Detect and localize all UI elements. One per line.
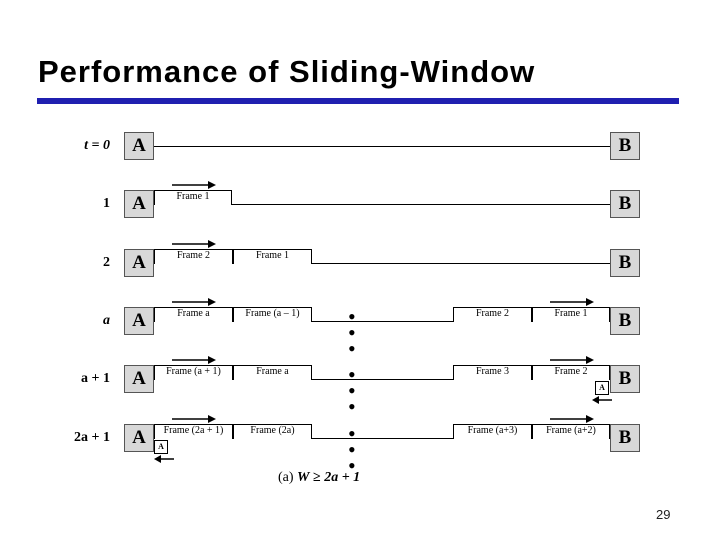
frame-box: Frame (2a) bbox=[233, 424, 312, 439]
time-label: 1 bbox=[103, 196, 110, 211]
title-rule bbox=[37, 98, 679, 104]
frame-box: Frame 2 bbox=[532, 365, 610, 380]
right-arrow-icon bbox=[172, 240, 216, 248]
right-arrow-icon bbox=[172, 181, 216, 189]
frame-box: Frame (a + 1) bbox=[154, 365, 233, 380]
station-b: B bbox=[610, 365, 640, 393]
ellipsis: • • • bbox=[348, 362, 378, 419]
timeline-row-2a-plus-1: 2a + 1 A Frame (2a + 1) Frame (2a) A • •… bbox=[0, 415, 720, 477]
station-a: A bbox=[124, 249, 154, 277]
station-a: A bbox=[124, 190, 154, 218]
timeline-row-a: a A Frame a Frame (a – 1) • • • Frame 2 … bbox=[0, 298, 720, 360]
slide-title: Performance of Sliding-Window bbox=[38, 54, 536, 89]
time-label: a + 1 bbox=[81, 371, 110, 386]
ack-box: A bbox=[154, 440, 168, 454]
station-b: B bbox=[610, 424, 640, 452]
time-label: 2 bbox=[103, 255, 110, 270]
station-a: A bbox=[124, 307, 154, 335]
right-arrow-icon bbox=[172, 415, 216, 423]
timeline-row-t1: 1 A Frame 1 B bbox=[0, 181, 720, 220]
station-a: A bbox=[124, 365, 154, 393]
frame-box: Frame 1 bbox=[233, 249, 312, 264]
left-arrow-icon bbox=[154, 455, 174, 463]
frame-box: Frame (a+2) bbox=[532, 424, 610, 439]
timeline-row-t0: t = 0 A B bbox=[0, 132, 720, 162]
link-line bbox=[154, 204, 610, 205]
ellipsis: • • • bbox=[348, 304, 378, 361]
station-b: B bbox=[610, 249, 640, 277]
timeline-row-a-plus-1: a + 1 A Frame (a + 1) Frame a • • • Fram… bbox=[0, 356, 720, 418]
frame-box: Frame 3 bbox=[453, 365, 532, 380]
figure-caption: (a) W ≥ 2a + 1 bbox=[278, 470, 361, 485]
frame-box: Frame 1 bbox=[154, 190, 232, 205]
right-arrow-icon bbox=[550, 415, 594, 423]
link-line bbox=[154, 263, 610, 264]
link-line bbox=[154, 146, 610, 147]
frame-box: Frame (a – 1) bbox=[233, 307, 312, 322]
station-a: A bbox=[124, 424, 154, 452]
ack-box: A bbox=[595, 381, 609, 395]
frame-box: Frame 2 bbox=[154, 249, 233, 264]
frame-box: Frame a bbox=[154, 307, 233, 322]
right-arrow-icon bbox=[550, 298, 594, 306]
frame-box: Frame 2 bbox=[453, 307, 532, 322]
frame-box: Frame 1 bbox=[532, 307, 610, 322]
station-b: B bbox=[610, 190, 640, 218]
timeline-row-t2: 2 A Frame 2 Frame 1 B bbox=[0, 240, 720, 279]
frame-box: Frame (a+3) bbox=[453, 424, 532, 439]
station-b: B bbox=[610, 132, 640, 160]
time-label: t = 0 bbox=[84, 138, 110, 153]
link-line bbox=[154, 379, 610, 380]
right-arrow-icon bbox=[550, 356, 594, 364]
left-arrow-icon bbox=[592, 396, 612, 404]
ellipsis: • • • bbox=[348, 421, 378, 478]
link-line bbox=[154, 321, 610, 322]
frame-box: Frame a bbox=[233, 365, 312, 380]
station-a: A bbox=[124, 132, 154, 160]
link-line bbox=[154, 438, 610, 439]
station-b: B bbox=[610, 307, 640, 335]
frame-box: Frame (2a + 1) bbox=[154, 424, 233, 439]
time-label: 2a + 1 bbox=[74, 430, 110, 445]
time-label: a bbox=[103, 313, 110, 328]
right-arrow-icon bbox=[172, 356, 216, 364]
page-number: 29 bbox=[656, 507, 671, 522]
right-arrow-icon bbox=[172, 298, 216, 306]
